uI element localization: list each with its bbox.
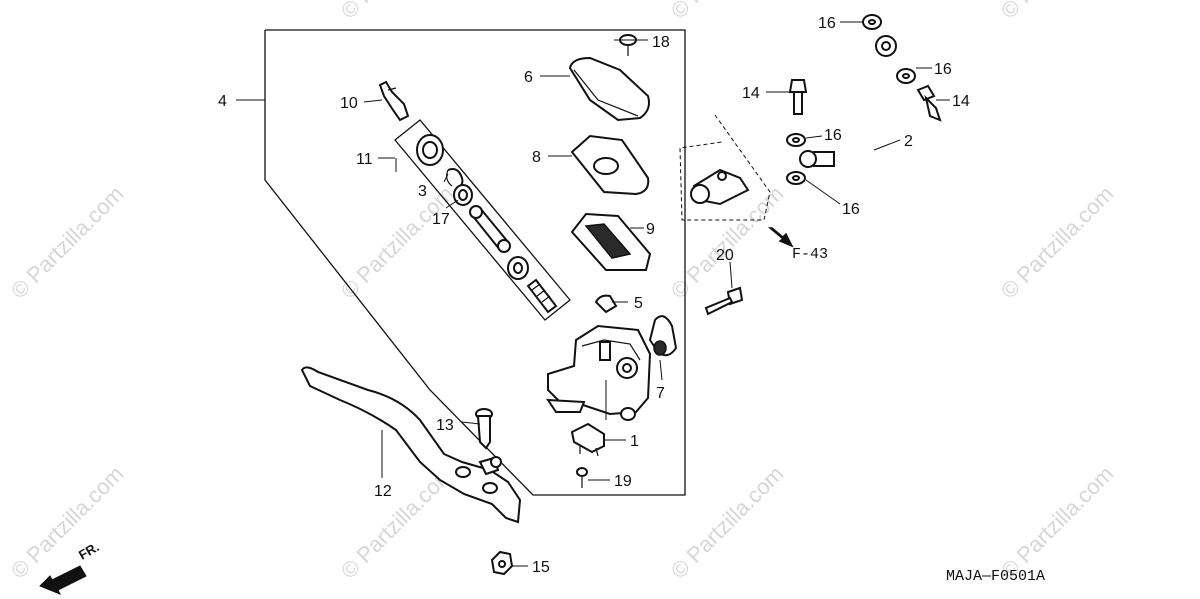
part-14-bolt	[916, 84, 942, 122]
watermark: © Partzilla.com	[996, 461, 1119, 584]
front-direction-label: FR.	[76, 539, 102, 562]
callout-3: 3	[418, 183, 427, 200]
part-8-diaphragm-plate	[570, 134, 650, 196]
callout-14: 14	[742, 85, 760, 102]
master-cylinder-body	[546, 324, 652, 421]
part-16-washer	[786, 171, 806, 185]
callout-6: 6	[524, 69, 533, 86]
leader-lines	[236, 21, 950, 567]
hose-bracket-area	[679, 114, 771, 221]
part-9-diaphragm	[570, 212, 652, 271]
callout-5: 5	[634, 295, 643, 312]
part-10-bolt	[378, 80, 410, 122]
callout-7: 7	[656, 385, 665, 402]
callout-18: 18	[652, 34, 670, 51]
callout-labels: 4 10 11 3 17 18 6 8 9 5 7 1 19 13 12 15 …	[218, 15, 970, 576]
callout-16: 16	[818, 15, 836, 32]
reference-label: F-43	[792, 246, 828, 263]
watermark: © Partzilla.com	[6, 181, 129, 304]
watermark: © Partzilla.com	[6, 461, 129, 584]
reference-arrow: F-43	[767, 227, 828, 263]
part-16-washer	[786, 133, 806, 147]
diagram-code: MAJA—F0501A	[946, 568, 1045, 585]
assembly-frame	[264, 29, 686, 496]
part-6-reservoir-cap	[568, 56, 650, 122]
piston	[469, 205, 511, 253]
callout-1: 1	[630, 433, 639, 450]
part-12-brake-lever	[300, 366, 522, 524]
seal-kit-frame	[394, 119, 571, 321]
part-17-washer	[453, 184, 473, 206]
callout-16: 16	[934, 61, 952, 78]
callout-2: 2	[904, 133, 913, 150]
callout-11: 11	[356, 151, 373, 168]
part-14-bolt	[788, 79, 808, 115]
watermark: © Partzilla.com	[336, 181, 459, 304]
callout-12: 12	[374, 483, 392, 500]
primary-cup	[507, 256, 529, 280]
callout-16: 16	[842, 201, 860, 218]
callout-20: 20	[716, 247, 734, 264]
watermarks: © Partzilla.com © Partzilla.com © Partzi…	[6, 0, 1119, 584]
callout-10: 10	[340, 95, 358, 112]
part-1-brake-switch	[570, 422, 605, 457]
callout-14: 14	[952, 93, 970, 110]
watermark: © Partzilla.com	[336, 0, 459, 24]
watermark: © Partzilla.com	[666, 0, 789, 24]
part-2-brake-hose	[799, 35, 897, 168]
part-7-boot	[648, 315, 678, 357]
callout-9: 9	[646, 221, 655, 238]
watermark: © Partzilla.com	[666, 461, 789, 584]
spring	[526, 278, 558, 314]
part-11-piston-cup	[416, 134, 444, 166]
callout-13: 13	[436, 417, 454, 434]
part-18-screw	[619, 34, 637, 56]
callout-16: 16	[824, 127, 842, 144]
callout-4: 4	[218, 93, 227, 110]
part-13-pivot-bolt	[475, 408, 493, 450]
part-20-bolt	[704, 286, 744, 316]
part-5-clip	[594, 294, 618, 314]
part-19-screw	[576, 467, 588, 488]
watermark: © Partzilla.com	[996, 181, 1119, 304]
part-15-nut	[490, 550, 514, 576]
callout-17: 17	[432, 211, 450, 228]
watermark: © Partzilla.com	[996, 0, 1119, 24]
callout-15: 15	[532, 559, 550, 576]
callout-8: 8	[532, 149, 541, 166]
callout-19: 19	[614, 473, 632, 490]
part-16-washer	[896, 68, 916, 84]
part-16-washer	[862, 14, 882, 30]
